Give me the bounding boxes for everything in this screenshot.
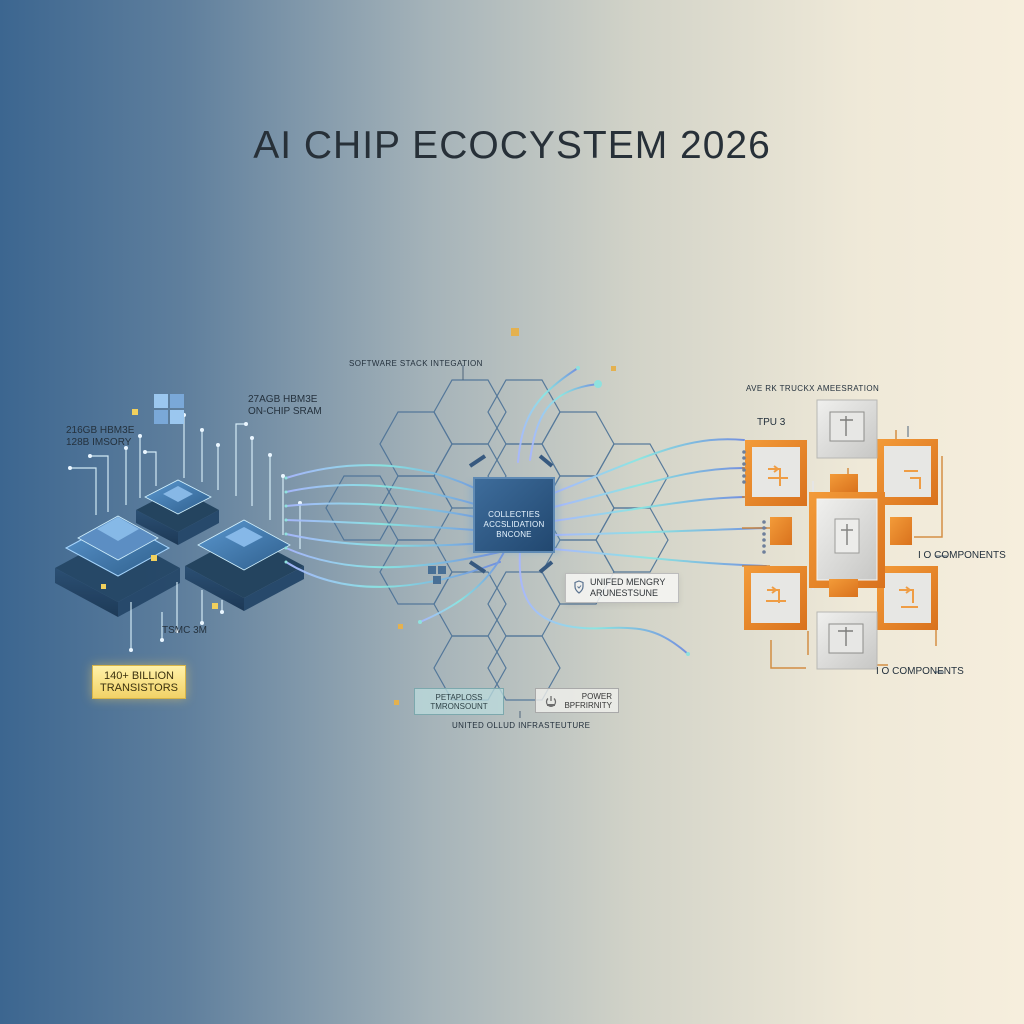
left-chip-stack-1 <box>55 515 180 617</box>
left-chip-stack-3 <box>185 519 304 611</box>
power-line-2: BPFRIRNITY <box>564 700 612 710</box>
cloud-infrastructure-label: UNITED OLLUD INFRASTEUTURE <box>452 721 591 730</box>
right-architecture <box>742 399 943 670</box>
transistor-badge: 140+ BILLION TRANSISTORS <box>92 665 186 699</box>
tpu-label: TPU 3 <box>757 417 786 428</box>
unified-memory-line-1: UNIFED MENGRY <box>590 577 666 587</box>
petaplos-line-1: PETAPLOSS <box>435 692 483 702</box>
power-icon <box>545 696 557 707</box>
flow-end-dots <box>284 366 690 656</box>
top-memory-line-1: 27AGB HBM3e <box>248 394 318 405</box>
left-memory-line-2: 128B IMSORY <box>66 436 132 448</box>
left-chip-connectors <box>70 415 301 650</box>
page-title: AI CHIP ECOCYSTEM 2026 <box>253 124 771 167</box>
grid-icon <box>154 394 184 424</box>
power-line-1: POWER <box>581 691 612 701</box>
transistor-badge-line-1: 140+ BILLION <box>103 670 175 682</box>
left-chip-cluster <box>55 409 304 652</box>
flow-lines <box>285 367 767 655</box>
center-chip-line-2: ACCSLIDATION <box>483 520 545 529</box>
chip-icon <box>428 566 446 584</box>
io-components-label-1: I O COMPONENTS <box>918 550 1006 561</box>
software-stack-label: SOFTWARE STACK INTEGATION <box>349 359 483 368</box>
label-connectors <box>462 365 947 718</box>
unified-memory-line-2: ARUNESTSUNE <box>590 588 659 598</box>
architecture-label: AVE RK TRUCKX AMEESRATION <box>746 384 880 393</box>
left-chip-stack-2 <box>136 479 219 545</box>
shield-icon <box>574 580 584 594</box>
power-box: POWER BPFRIRNITY <box>535 688 619 713</box>
center-chip-line-1: COLLECTIES <box>488 510 540 519</box>
center-chip-line-3: BNCONE <box>496 530 532 539</box>
top-memory-label: 27AGB HBM3e ON-CHIP SRAM <box>248 394 322 417</box>
left-memory-line-1: 216GB HBM3e <box>66 425 135 436</box>
transistor-badge-line-2: TRANSISTORS <box>99 682 179 694</box>
tsmc-label: TSMC 3M <box>162 625 207 636</box>
floating-gold-squares <box>394 328 616 705</box>
center-chip <box>468 454 560 574</box>
petaplos-line-2: TMRONSOUNT <box>430 701 488 711</box>
io-components-label-2: I O COMPONENTS <box>876 666 964 677</box>
center-chip-label: COLLECTIES ACCSLIDATION BNCONE <box>475 497 553 553</box>
left-gold-chips <box>101 409 218 609</box>
petaplos-box: PETAPLOSS TMRONSOUNT <box>414 688 504 715</box>
unified-memory-box: UNIFED MENGRY ARUNESTSUNE <box>565 573 679 603</box>
top-memory-line-2: ON-CHIP SRAM <box>248 405 322 417</box>
left-memory-label: 216GB HBM3e 128B IMSORY <box>66 425 134 448</box>
